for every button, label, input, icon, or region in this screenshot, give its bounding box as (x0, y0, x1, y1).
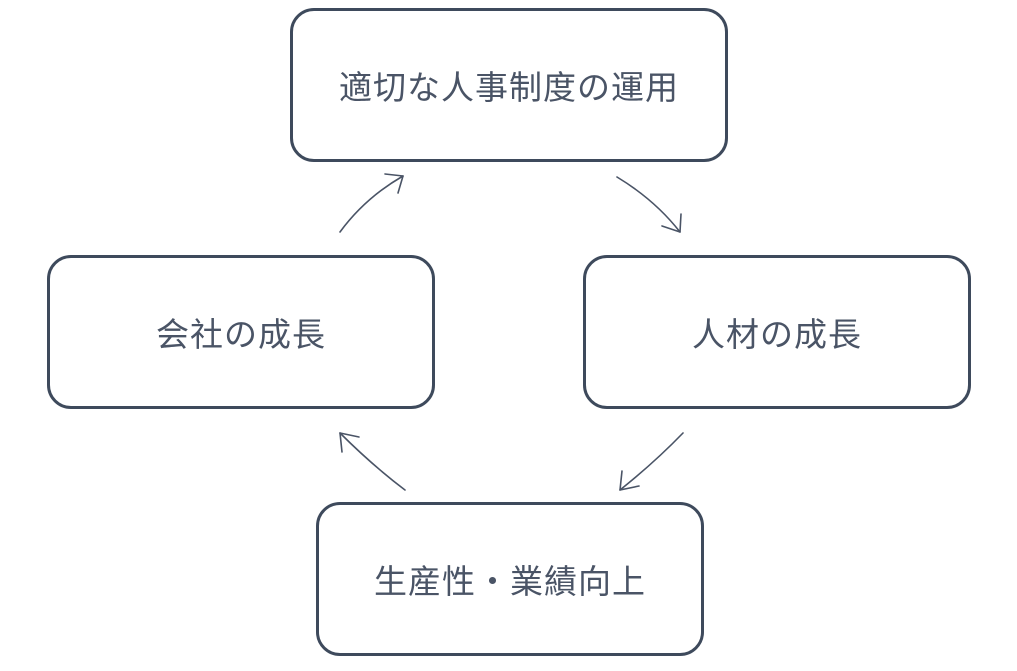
node-label-talent-growth: 人材の成長 (692, 315, 862, 354)
node-label-hr-system: 適切な人事制度の運用 (339, 68, 679, 107)
arrow-bottom-to-left (339, 432, 406, 491)
cycle-node-hr-system: 適切な人事制度の運用 (290, 8, 728, 162)
cycle-node-productivity: 生産性・業績向上 (316, 502, 704, 656)
node-label-company-growth: 会社の成長 (156, 315, 326, 354)
node-label-productivity: 生産性・業績向上 (374, 562, 646, 601)
arrow-right-to-bottom (619, 432, 684, 491)
cycle-node-company-growth: 会社の成長 (47, 255, 435, 409)
arrow-left-to-top (339, 173, 404, 233)
arrow-top-to-right (616, 176, 682, 233)
cycle-node-talent-growth: 人材の成長 (583, 255, 971, 409)
